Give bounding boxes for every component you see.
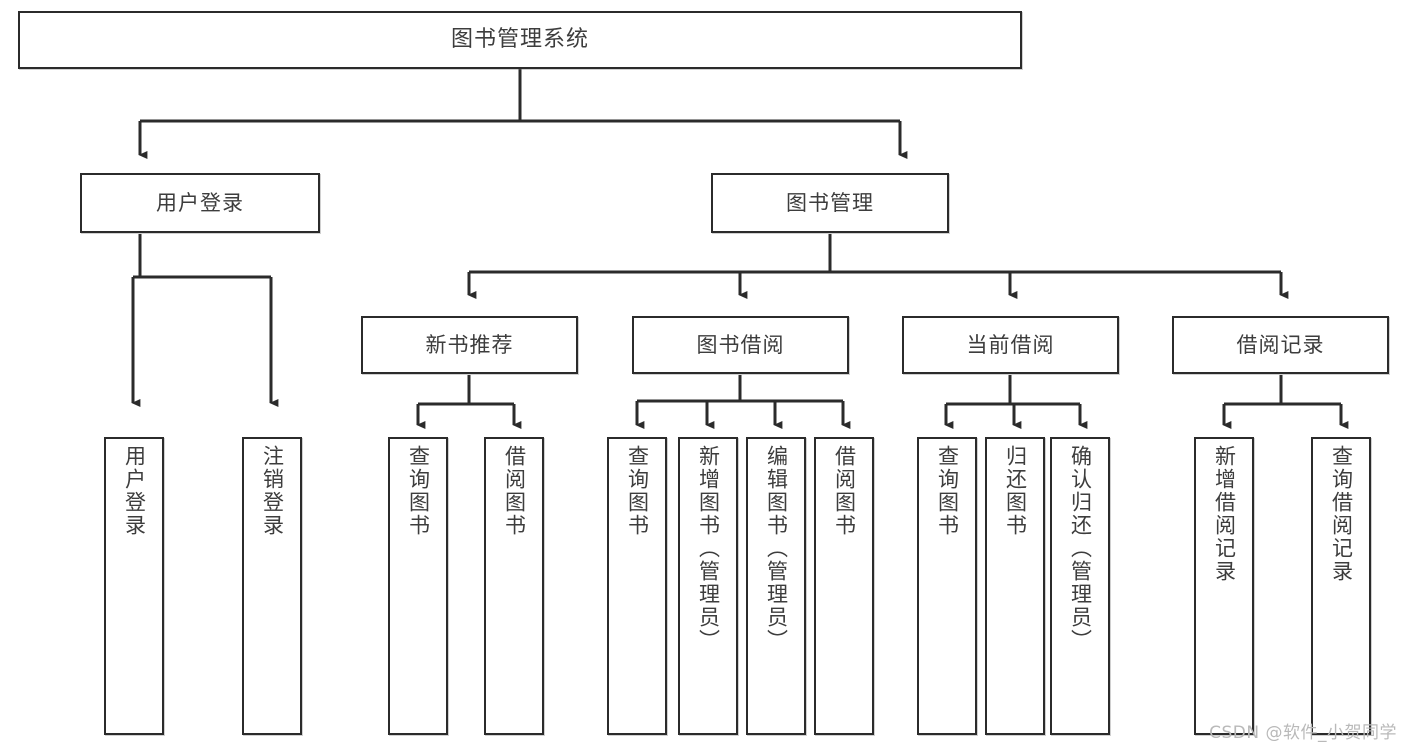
node-leaf-edit-book[interactable]: 编辑图书（管理员） [746, 437, 806, 735]
node-leaf-add-book[interactable]: 新增图书（管理员） [678, 437, 738, 735]
node-borrow-record[interactable]: 借阅记录 [1172, 316, 1389, 374]
node-label: 图书管理系统 [450, 27, 589, 53]
node-leaf-query-record[interactable]: 查询借阅记录 [1311, 437, 1371, 735]
node-leaf-borrow-book-2[interactable]: 借阅图书 [814, 437, 874, 735]
node-label: 用户登录 [156, 190, 244, 215]
node-leaf-query-book-3[interactable]: 查询图书 [917, 437, 977, 735]
node-leaf-user-login[interactable]: 用户登录 [104, 437, 164, 735]
node-leaf-add-record[interactable]: 新增借阅记录 [1194, 437, 1254, 735]
node-user-login[interactable]: 用户登录 [80, 173, 320, 233]
node-leaf-borrow-book-1[interactable]: 借阅图书 [484, 437, 544, 735]
node-label: 查询图书 [406, 445, 431, 537]
node-book-borrow[interactable]: 图书借阅 [632, 316, 849, 374]
node-label: 查询图书 [935, 445, 960, 537]
node-book-manage[interactable]: 图书管理 [711, 173, 949, 233]
node-label: 确认归还（管理员） [1068, 445, 1093, 652]
node-new-book-recommend[interactable]: 新书推荐 [361, 316, 578, 374]
node-leaf-query-book-2[interactable]: 查询图书 [607, 437, 667, 735]
csdn-watermark: CSDN @软件_小贺同学 [1209, 723, 1397, 743]
node-leaf-logout-login[interactable]: 注销登录 [242, 437, 302, 735]
node-current-borrow[interactable]: 当前借阅 [902, 316, 1119, 374]
node-label: 用户登录 [122, 445, 147, 537]
node-root-system[interactable]: 图书管理系统 [18, 11, 1022, 69]
node-label: 借阅记录 [1236, 332, 1325, 357]
node-label: 新增借阅记录 [1212, 445, 1237, 583]
node-leaf-query-book-1[interactable]: 查询图书 [388, 437, 448, 735]
node-label: 借阅图书 [832, 445, 857, 537]
node-label: 图书管理 [786, 190, 874, 215]
node-label: 查询借阅记录 [1329, 445, 1354, 583]
node-label: 新书推荐 [425, 332, 514, 357]
node-leaf-confirm-return[interactable]: 确认归还（管理员） [1050, 437, 1110, 735]
node-label: 注销登录 [260, 445, 285, 537]
node-label: 归还图书 [1003, 445, 1028, 537]
node-label: 新增图书（管理员） [696, 445, 721, 652]
node-label: 图书借阅 [696, 332, 785, 357]
node-label: 编辑图书（管理员） [764, 445, 789, 652]
node-label: 当前借阅 [966, 332, 1055, 357]
node-label: 借阅图书 [502, 445, 527, 537]
node-leaf-return-book[interactable]: 归还图书 [985, 437, 1045, 735]
node-label: 查询图书 [625, 445, 650, 537]
